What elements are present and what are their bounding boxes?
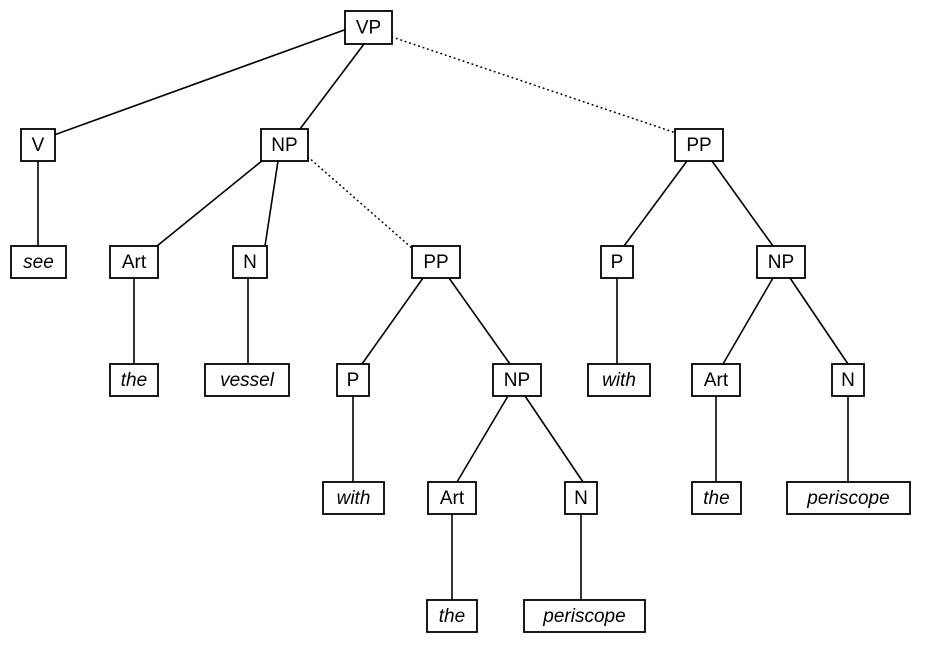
tree-edge-np1-to-pp_mid xyxy=(307,156,414,250)
tree-node-pp_right[interactable]: PP xyxy=(674,128,724,162)
node-box-periscope_m xyxy=(523,599,646,633)
node-box-the_r xyxy=(691,481,742,515)
tree-edge-np_mid-to-art_m xyxy=(456,395,509,483)
node-box-the_m xyxy=(426,599,478,633)
node-label-periscope_m: periscope xyxy=(542,606,625,627)
node-label-the_r: the xyxy=(703,488,729,509)
node-box-art_r xyxy=(691,363,741,397)
tree-node-n_m[interactable]: N xyxy=(564,481,598,515)
tree-node-periscope_r[interactable]: periscope xyxy=(786,481,911,515)
tree-edge-vp-to-v xyxy=(53,28,348,136)
node-box-p_mid xyxy=(336,363,370,397)
node-box-periscope_r xyxy=(786,481,911,515)
node-label-pp_mid: PP xyxy=(423,252,448,273)
node-box-art_m xyxy=(427,481,477,515)
node-label-art_r: Art xyxy=(704,370,729,391)
node-label-with_m: with xyxy=(337,488,371,509)
tree-node-art_m[interactable]: Art xyxy=(427,481,477,515)
tree-node-np_right[interactable]: NP xyxy=(756,245,806,279)
tree-node-vessel[interactable]: vessel xyxy=(204,363,290,397)
node-box-n1 xyxy=(232,245,268,279)
node-box-np_mid xyxy=(492,363,542,397)
node-box-p_right xyxy=(600,245,634,279)
tree-node-periscope_m[interactable]: periscope xyxy=(523,599,646,633)
node-label-vessel: vessel xyxy=(220,370,275,391)
node-box-the1 xyxy=(109,363,159,397)
node-box-vessel xyxy=(204,363,290,397)
node-box-pp_mid xyxy=(411,245,461,279)
tree-edge-np_right-to-art_r xyxy=(722,277,774,365)
node-box-n_r xyxy=(831,363,865,397)
node-box-see xyxy=(10,245,67,279)
tree-node-with_r[interactable]: with xyxy=(587,363,651,397)
node-label-np_mid: NP xyxy=(504,370,530,391)
node-label-p_mid: P xyxy=(347,370,360,391)
tree-edge-pp_right-to-np_right xyxy=(711,160,774,247)
node-label-np1: NP xyxy=(271,135,297,156)
node-label-n1: N xyxy=(243,252,257,273)
tree-edge-np1-to-n1 xyxy=(264,160,279,247)
tree-edge-vp-to-np1 xyxy=(299,43,365,130)
tree-node-with_m[interactable]: with xyxy=(322,481,385,515)
node-label-the_m: the xyxy=(439,606,465,627)
node-box-art1 xyxy=(109,245,159,279)
tree-edge-np1-to-art1 xyxy=(156,159,264,247)
tree-node-art1[interactable]: Art xyxy=(109,245,159,279)
tree-node-see[interactable]: see xyxy=(10,245,67,279)
node-label-p_right: P xyxy=(611,252,624,273)
tree-edge-pp_right-to-p_right xyxy=(623,160,688,247)
node-label-v: V xyxy=(32,135,45,156)
edge-layer xyxy=(37,28,849,600)
node-box-np_right xyxy=(756,245,806,279)
tree-edge-vp-to-pp_right xyxy=(391,36,677,134)
tree-node-v[interactable]: V xyxy=(20,128,56,162)
tree-node-the_m[interactable]: the xyxy=(426,599,478,633)
tree-node-np1[interactable]: NP xyxy=(260,128,309,162)
node-label-n_r: N xyxy=(841,370,855,391)
tree-node-n_r[interactable]: N xyxy=(831,363,865,397)
node-box-v xyxy=(20,128,56,162)
tree-node-np_mid[interactable]: NP xyxy=(492,363,542,397)
tree-node-n1[interactable]: N xyxy=(232,245,268,279)
node-box-n_m xyxy=(564,481,598,515)
tree-node-p_right[interactable]: P xyxy=(600,245,634,279)
node-label-the1: the xyxy=(121,370,147,391)
node-box-vp xyxy=(344,10,393,45)
node-label-periscope_r: periscope xyxy=(806,488,889,509)
node-label-art_m: Art xyxy=(440,488,465,509)
tree-node-p_mid[interactable]: P xyxy=(336,363,370,397)
tree-edge-np_right-to-n_r xyxy=(789,277,849,365)
node-label-art1: Art xyxy=(122,252,147,273)
tree-node-the1[interactable]: the xyxy=(109,363,159,397)
node-box-with_r xyxy=(587,363,651,397)
node-box-np1 xyxy=(260,128,309,162)
node-label-pp_right: PP xyxy=(686,135,711,156)
tree-edge-pp_mid-to-np_mid xyxy=(448,277,511,365)
tree-edge-pp_mid-to-p_mid xyxy=(361,277,424,365)
tree-node-the_r[interactable]: the xyxy=(691,481,742,515)
tree-node-art_r[interactable]: Art xyxy=(691,363,741,397)
node-label-vp: VP xyxy=(356,18,381,39)
node-label-with_r: with xyxy=(602,370,636,391)
node-box-pp_right xyxy=(674,128,724,162)
tree-edge-np_mid-to-n_m xyxy=(524,395,584,483)
tree-node-vp[interactable]: VP xyxy=(344,10,393,45)
node-label-np_right: NP xyxy=(768,252,794,273)
node-label-see: see xyxy=(23,252,54,273)
node-box-with_m xyxy=(322,481,385,515)
node-label-n_m: N xyxy=(574,488,588,509)
tree-node-pp_mid[interactable]: PP xyxy=(411,245,461,279)
